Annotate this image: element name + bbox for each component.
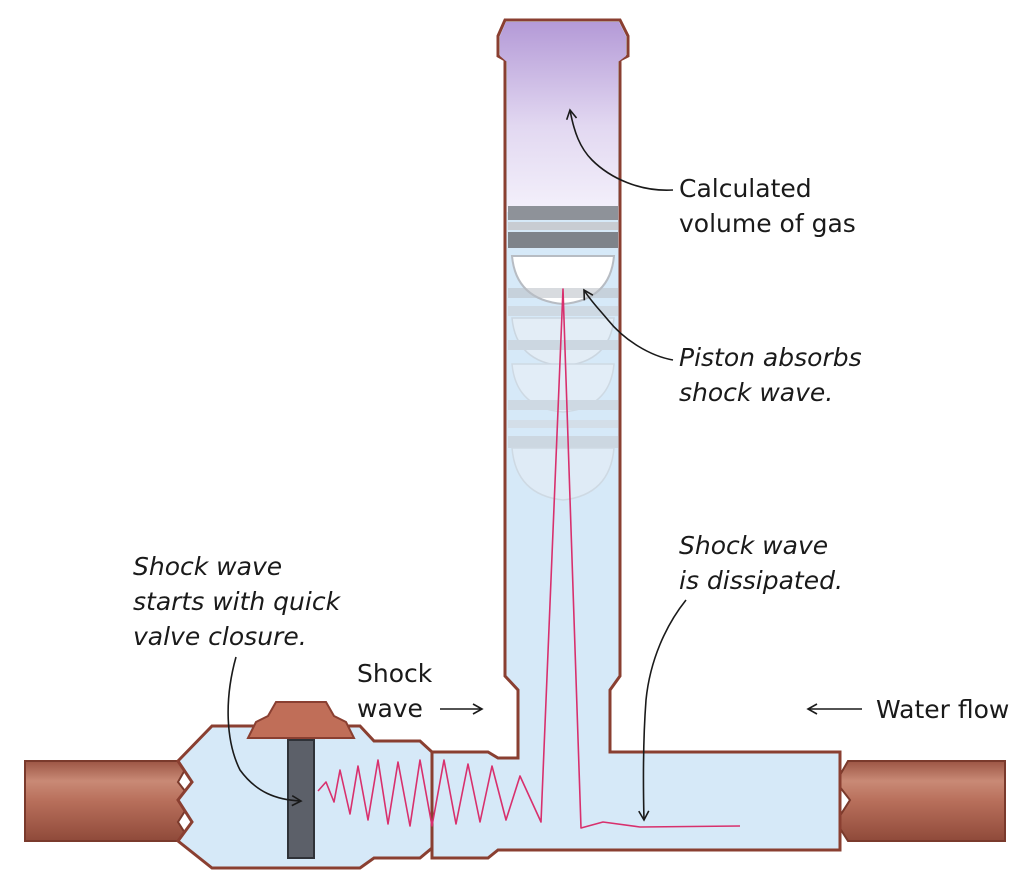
starts-leader-arrow xyxy=(227,656,303,807)
right-copper-pipe xyxy=(834,760,1006,842)
dissipated-label-line-2: is dissipated. xyxy=(679,566,843,595)
dissipated-leader-arrow xyxy=(638,599,687,822)
gas-leader-arrow xyxy=(565,108,674,191)
dissipated-label: Shock wave is dissipated. xyxy=(679,528,843,598)
gas-label-line-2: volume of gas xyxy=(679,209,856,238)
piston-label-line-1: Piston absorbs xyxy=(679,343,862,372)
starts-label-line-3: valve closure. xyxy=(133,622,307,651)
gas-label: Calculated volume of gas xyxy=(679,171,856,241)
starts-label: Shock wave starts with quick valve closu… xyxy=(133,549,340,654)
piston-leader-arrow xyxy=(583,288,674,361)
waterflow-label: Water flow xyxy=(876,692,1009,727)
dissipated-label-line-1: Shock wave xyxy=(679,531,829,560)
waterflow-label-text: Water flow xyxy=(876,695,1010,724)
piston-label: Piston absorbs shock wave. xyxy=(679,340,862,410)
piston-label-line-2: shock wave. xyxy=(679,378,834,407)
tee-fitting xyxy=(430,18,842,860)
valve-stem xyxy=(287,739,315,859)
left-copper-pipe xyxy=(24,760,194,842)
piston-motion-ghosts xyxy=(508,288,618,501)
gas-label-line-1: Calculated xyxy=(679,174,812,203)
valve-cap xyxy=(246,701,356,739)
shockwave-label: Shock wave xyxy=(357,656,432,726)
starts-label-line-2: starts with quick xyxy=(133,587,341,616)
leader-arrows xyxy=(227,108,862,822)
starts-label-line-1: Shock wave xyxy=(133,552,283,581)
gas-chamber xyxy=(500,22,626,212)
shockwave-label-line-1: Shock xyxy=(357,659,433,688)
shockwave-label-line-2: wave xyxy=(357,694,423,723)
shock-wave-line xyxy=(317,288,741,829)
